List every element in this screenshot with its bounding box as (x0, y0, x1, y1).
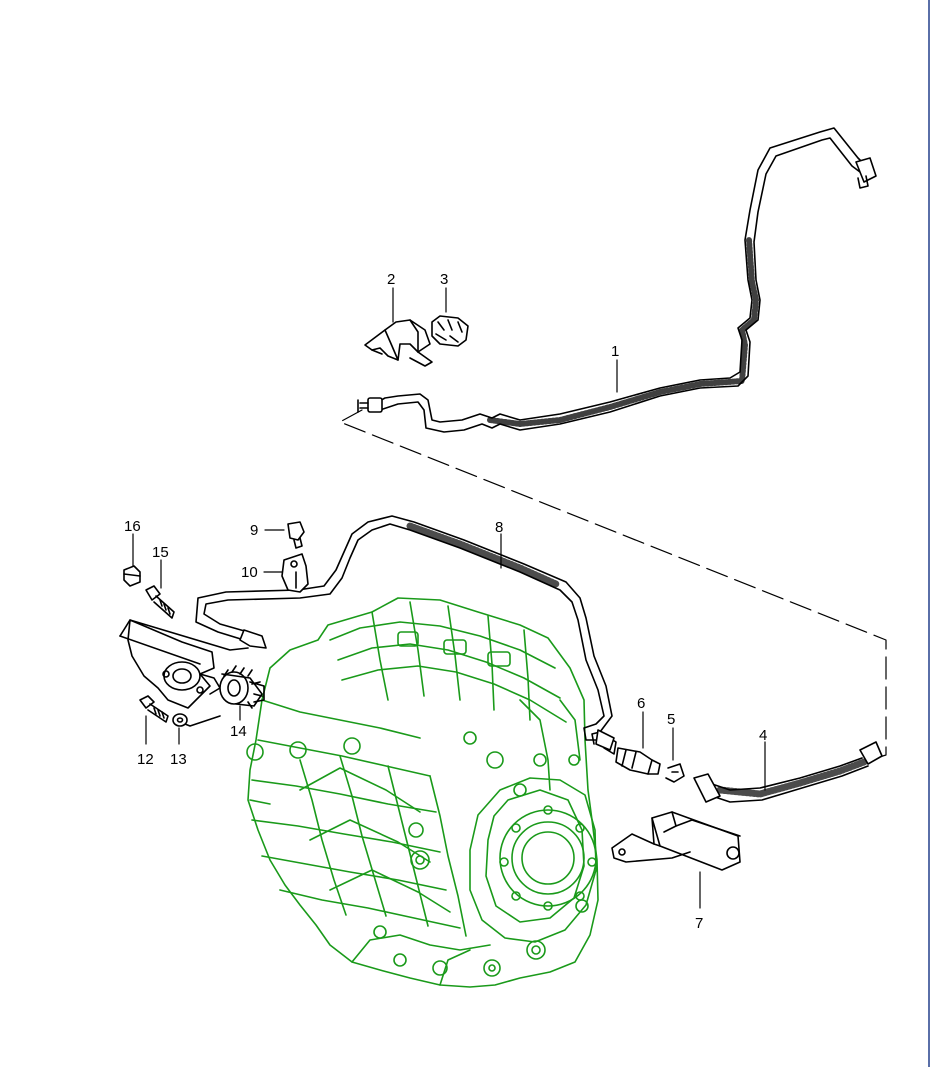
frame-edge-line (928, 0, 930, 1067)
callout-12: 12 (137, 751, 154, 768)
brake-line-4 (693, 741, 883, 803)
brake-line-1 (357, 127, 877, 433)
bleeder-15 (145, 585, 175, 619)
flange-housing (119, 619, 249, 727)
callout-4: 4 (759, 727, 767, 744)
callout-6: 6 (637, 695, 645, 712)
relation-line (339, 409, 887, 761)
callout-15: 15 (152, 544, 169, 561)
callout-13: 13 (170, 751, 187, 768)
callout-9: 9 (250, 522, 258, 539)
bracket-2 (364, 319, 433, 367)
clip-5 (665, 763, 685, 783)
sensor-7 (611, 811, 741, 871)
callouts: 1 2 3 4 5 6 7 8 9 10 12 13 14 15 16 (124, 271, 767, 932)
line-art (119, 127, 887, 909)
bracket-10 (281, 553, 309, 593)
washer-13 (172, 713, 188, 727)
bolt-9 (287, 521, 305, 549)
gear-14 (219, 665, 265, 709)
transmission-housing (246, 597, 599, 988)
grommet-3 (431, 315, 469, 347)
brake-line-8 (195, 515, 615, 751)
leader-lines (132, 287, 766, 909)
callout-16: 16 (124, 518, 141, 535)
callout-3: 3 (440, 271, 448, 288)
callout-7: 7 (695, 915, 703, 932)
callout-2: 2 (387, 271, 395, 288)
bolt-12 (139, 695, 169, 723)
callout-1: 1 (611, 343, 619, 360)
cap-16 (123, 565, 141, 587)
callout-14: 14 (230, 723, 247, 740)
callout-8: 8 (495, 519, 503, 536)
callout-5: 5 (667, 711, 675, 728)
callout-10: 10 (241, 564, 258, 581)
